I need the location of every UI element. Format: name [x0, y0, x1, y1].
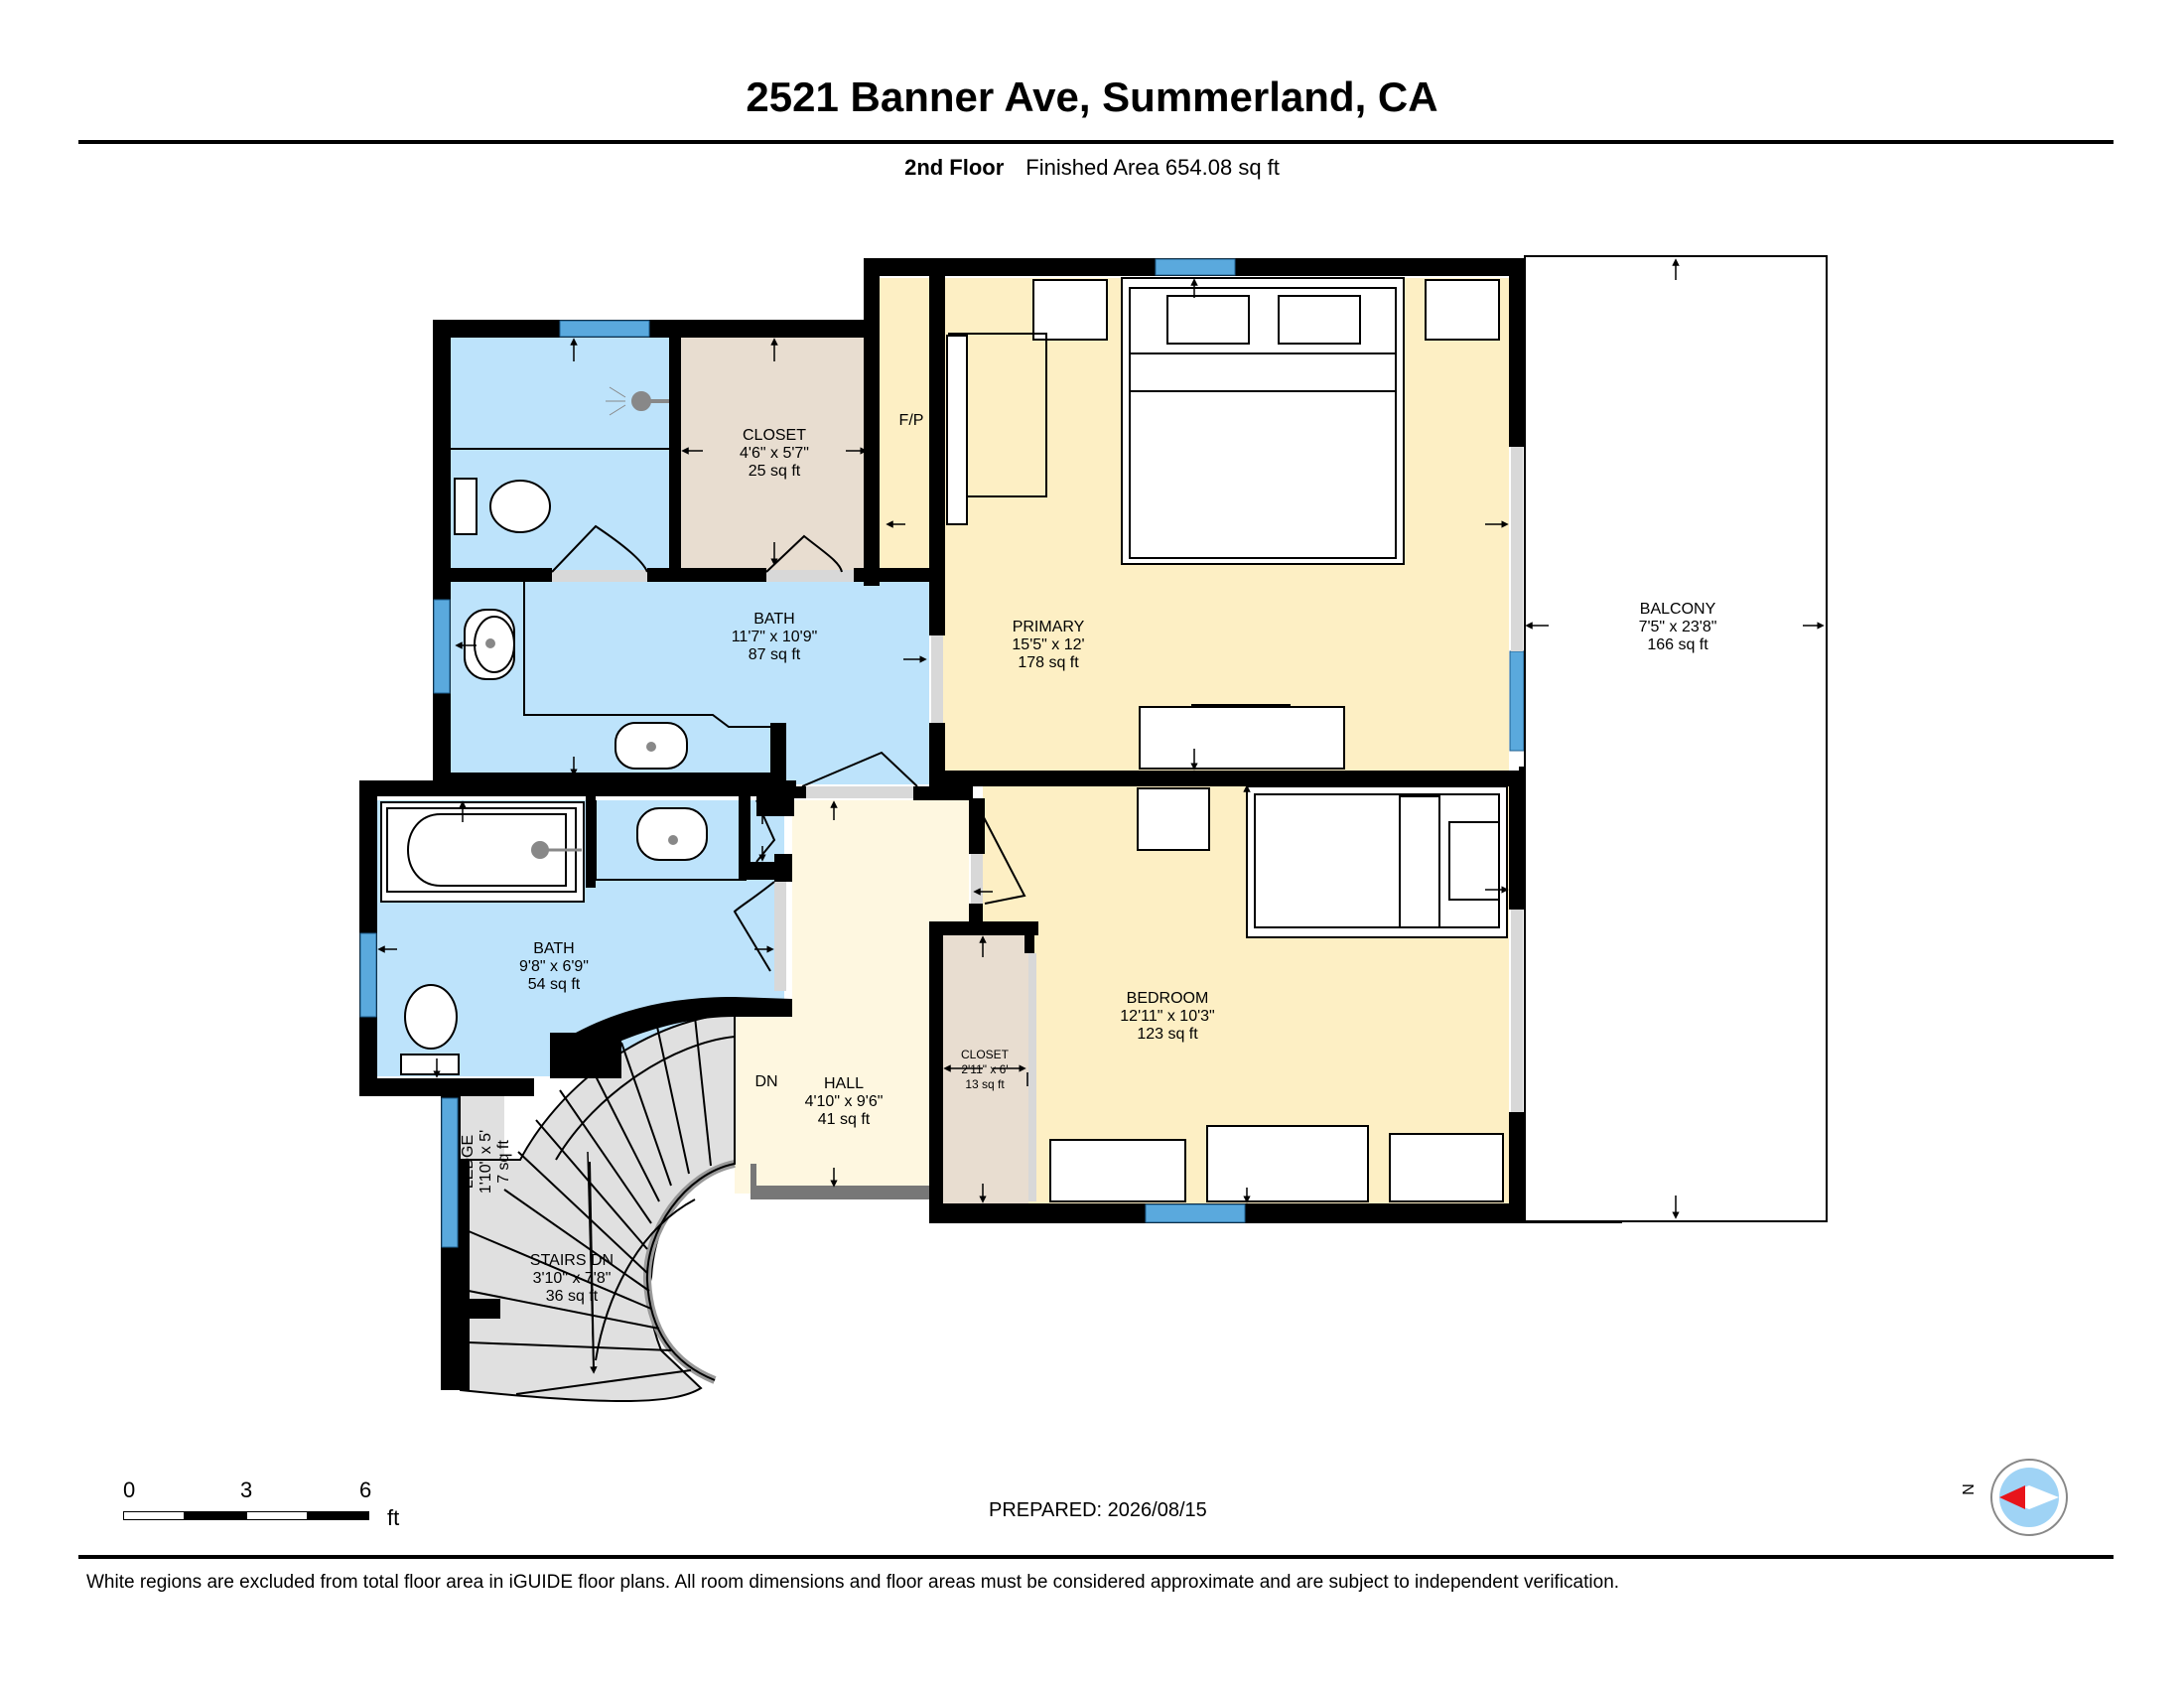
- bedroom-area: 123 sq ft: [1137, 1026, 1198, 1043]
- scale-unit: ft: [387, 1505, 400, 1530]
- scale-segment: [123, 1511, 185, 1520]
- compass-icon: [1990, 1459, 2068, 1536]
- scale-segment: [308, 1511, 369, 1520]
- ledge-name: LEDGE: [460, 1135, 477, 1189]
- floor-label: 2nd Floor: [904, 155, 1005, 180]
- wc-fill: [451, 338, 669, 576]
- stairs-down-label: DN: [754, 1073, 777, 1090]
- primary-area: 178 sq ft: [1018, 654, 1079, 671]
- scale-label-3: 3: [240, 1477, 253, 1502]
- ledge-dims: 1'10" x 5': [478, 1130, 494, 1194]
- sink-lower: [636, 807, 708, 861]
- room-labels: CLOSET 4'6" x 5'7" 25 sq ft F/P BATH 11'…: [460, 412, 1716, 1305]
- balcony-area: 166 sq ft: [1647, 636, 1708, 653]
- bedroom-name: BEDROOM: [1127, 990, 1209, 1007]
- finished-area: Finished Area 654.08 sq ft: [1025, 155, 1280, 180]
- disclaimer: White regions are excluded from total fl…: [86, 1572, 1620, 1593]
- bed-primary: [1121, 277, 1405, 565]
- ledge-area: 7 sq ft: [495, 1140, 512, 1184]
- dimension-arrows: [377, 258, 1825, 1219]
- primary-name: PRIMARY: [1013, 619, 1085, 635]
- bath-lower-name: BATH: [533, 940, 574, 957]
- bath-upper-name: BATH: [753, 611, 794, 628]
- hall-area: 41 sq ft: [818, 1111, 871, 1128]
- hall-name: HALL: [824, 1075, 864, 1092]
- closet-small-dims: 2'11" x 6': [961, 1062, 1008, 1076]
- closet-small-area: 13 sq ft: [965, 1077, 1005, 1091]
- stairs-dims: 3'10" x 7'8": [533, 1270, 612, 1287]
- bath-lower-area: 54 sq ft: [528, 976, 581, 993]
- scale-segment: [185, 1511, 246, 1520]
- bathtub: [380, 801, 585, 903]
- scale-label-0: 0: [123, 1477, 136, 1502]
- fixtures: [380, 277, 1508, 1202]
- fireplace-name: F/P: [899, 412, 924, 429]
- primary-dims: 15'5" x 12': [1012, 636, 1084, 653]
- stairs-area: 36 sq ft: [546, 1288, 599, 1305]
- bath-lower-dims: 9'8" x 6'9": [519, 958, 589, 975]
- scale-bar: 0 3 6 ft: [123, 1477, 421, 1537]
- door-openings: [552, 447, 1523, 1201]
- floor-summary: 2nd Floor Finished Area 654.08 sq ft: [0, 155, 2184, 181]
- closet-upper-dims: 4'6" x 5'7": [740, 445, 809, 462]
- hall-lower-fill: [735, 1013, 929, 1194]
- balcony: [1524, 255, 1828, 1222]
- hall-dims: 4'10" x 9'6": [805, 1093, 884, 1110]
- closet-upper-fill: [681, 338, 870, 576]
- closet-upper-area: 25 sq ft: [749, 463, 801, 480]
- scale-label-6: 6: [359, 1477, 372, 1502]
- stairs-name: STAIRS DN: [530, 1252, 614, 1269]
- closet-small-name: CLOSET: [961, 1048, 1010, 1061]
- scale-segment: [246, 1511, 308, 1520]
- prepared-date: PREPARED: 2026/08/15: [989, 1499, 1207, 1521]
- footer-rule: [78, 1555, 2114, 1559]
- toilet-upper: [454, 478, 551, 535]
- title-rule: [78, 140, 2114, 144]
- compass: N: [1960, 1456, 2073, 1545]
- plan-title: 2521 Banner Ave, Summerland, CA: [746, 73, 1438, 120]
- balcony-name: BALCONY: [1640, 601, 1716, 618]
- bed-bedroom: [1246, 785, 1508, 938]
- closet-upper-name: CLOSET: [743, 427, 806, 444]
- bath-upper-dims: 11'7" x 10'9": [732, 629, 818, 645]
- toilet-lower: [400, 984, 460, 1075]
- bath-upper-fill: [451, 582, 929, 784]
- bedroom-dims: 12'11" x 10'3": [1120, 1008, 1214, 1025]
- bath-upper-area: 87 sq ft: [749, 646, 801, 663]
- closet-small-fill: [943, 935, 1028, 1203]
- compass-north-label: N: [1960, 1483, 1978, 1495]
- balcony-dims: 7'5" x 23'8": [1639, 619, 1717, 635]
